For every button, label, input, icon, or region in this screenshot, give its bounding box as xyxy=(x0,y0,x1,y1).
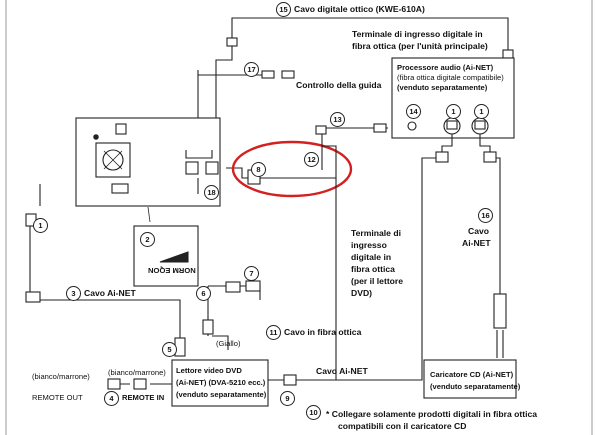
dvd-line1: Lettore video DVD xyxy=(176,366,242,375)
marker-3: 3 xyxy=(66,286,81,301)
marker-1-b: 1 xyxy=(474,104,489,119)
ainet-cable-16-line2: Ai-NET xyxy=(462,238,491,248)
optical-input-dvd-6: DVD) xyxy=(351,288,373,298)
optical-input-dvd-2: ingresso xyxy=(351,240,387,250)
dvd-line3: (venduto separatamente) xyxy=(176,390,267,399)
ainet-cable-16-line1: Cavo xyxy=(468,226,490,236)
marker-10: 10 xyxy=(306,405,321,420)
marker-5: 5 xyxy=(162,342,177,357)
optical-cable-line xyxy=(231,17,509,54)
note-line2: compatibili con il caricatore CD xyxy=(338,421,467,431)
marker-13: 13 xyxy=(330,112,345,127)
steering-control-label: Controllo della guida xyxy=(296,80,382,90)
ainet-cable-10-label: Cavo Ai-NET xyxy=(316,366,368,376)
yellow-label: (Giallo) xyxy=(216,339,241,348)
logo-text: NORM EQON xyxy=(148,266,196,275)
note-line1: * Collegare solamente prodotti digitali … xyxy=(326,409,538,419)
cd-line1: Caricatore CD (Ai-NET) xyxy=(430,370,514,379)
processor-line3: (venduto separatamente) xyxy=(397,83,488,92)
marker-2: 2 xyxy=(140,232,155,247)
marker-12: 12 xyxy=(304,152,319,167)
marker-7: 7 xyxy=(244,266,259,281)
marker-11: 11 xyxy=(266,325,281,340)
fiber-cable-label: Cavo in fibra ottica xyxy=(284,327,362,337)
optical-input-dvd-1: Terminale di xyxy=(351,228,401,238)
processor-line2: (fibra ottica digitale compatibile) xyxy=(397,73,504,82)
optical-input-dvd-4: fibra ottica xyxy=(351,264,395,274)
marker-4: 4 xyxy=(104,391,119,406)
marker-18: 18 xyxy=(204,185,219,200)
optical-input-dvd-5: (per il lettore xyxy=(351,276,404,286)
marker-17: 17 xyxy=(244,62,259,77)
white-brown-label-2: (bianco/marrone) xyxy=(108,368,166,377)
marker-1-c: 1 xyxy=(33,218,48,233)
white-brown-label-1: (bianco/marrone) xyxy=(32,372,90,381)
optical-cable-label: Cavo digitale ottico (KWE-610A) xyxy=(294,4,425,14)
marker-14: 14 xyxy=(406,104,421,119)
dvd-line2: (Ai-NET) (DVA-5210 ecc.) xyxy=(176,378,266,387)
marker-8: 8 xyxy=(251,162,266,177)
marker-16: 16 xyxy=(478,208,493,223)
optical-input-main-line2: fibra ottica (per l'unità principale) xyxy=(352,41,488,51)
marker-15: 15 xyxy=(276,2,291,17)
optical-input-main-line1: Terminale di ingresso digitale in xyxy=(352,29,483,39)
processor-line1: Processore audio (Ai-NET) xyxy=(397,63,494,72)
remote-in-label: REMOTE IN xyxy=(122,393,165,402)
ainet-cable-3-label: Cavo Ai-NET xyxy=(84,288,136,298)
marker-6: 6 xyxy=(196,286,211,301)
highlight-ellipse xyxy=(231,140,353,198)
optical-input-dvd-3: digitale in xyxy=(351,252,392,262)
cd-line2: (venduto separatamente) xyxy=(430,382,521,391)
marker-9: 9 xyxy=(280,391,295,406)
remote-out-label: REMOTE OUT xyxy=(32,393,83,402)
marker-1-a: 1 xyxy=(446,104,461,119)
